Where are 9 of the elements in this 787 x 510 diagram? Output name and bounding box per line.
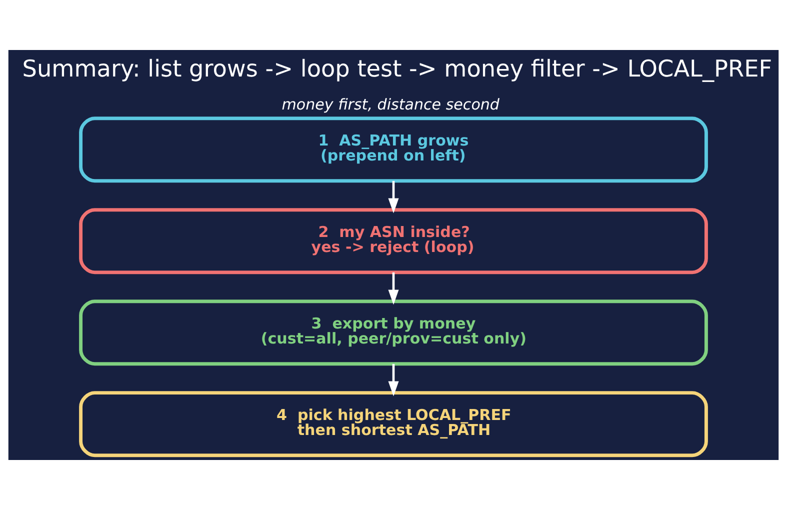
arrow <box>388 180 399 214</box>
node-box: 2 my ASN inside? yes -> reject (loop) <box>79 208 708 274</box>
caption: money first, distance second <box>282 96 500 114</box>
arrow <box>388 272 399 305</box>
node-box: 1 AS_PATH grows (prepend on left) <box>79 116 708 183</box>
node-box: 3 export by money (cust=all, peer/prov=cust only) <box>79 300 708 366</box>
arrow <box>388 364 399 396</box>
diagram-title: Summary: list grows -> loop test -> money filter -> LOCAL_PREF <box>22 56 772 83</box>
node-box: 4 pick highest LOCAL_PREF then shortest AS_PATH <box>79 391 708 458</box>
